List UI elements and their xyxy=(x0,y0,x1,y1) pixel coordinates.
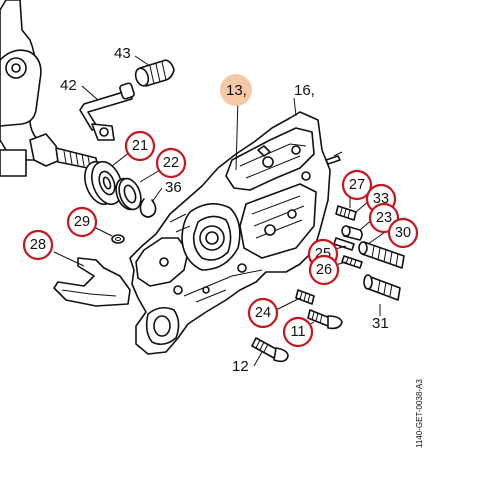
label-28: 28 xyxy=(30,237,46,253)
label-26: 26 xyxy=(316,262,332,278)
washer-29 xyxy=(111,234,125,244)
sleeve-23 xyxy=(341,225,363,241)
label-22: 22 xyxy=(163,155,179,171)
plain-labels: 43 42 13, 16, 36 31 12 xyxy=(60,45,389,375)
label-21: 21 xyxy=(132,138,148,154)
circlip-36 xyxy=(139,198,157,218)
pin-26 xyxy=(341,255,363,269)
seal-22 xyxy=(115,177,142,211)
label-43: 43 xyxy=(114,45,131,62)
label-27: 27 xyxy=(349,177,365,193)
label-30: 30 xyxy=(395,225,411,241)
label-23: 23 xyxy=(376,210,392,226)
bolt-11 xyxy=(307,309,343,330)
lever-pin-42 xyxy=(79,82,135,141)
plug-43 xyxy=(134,59,175,87)
stud-30 xyxy=(358,241,405,269)
bolt-12 xyxy=(251,337,289,363)
stud-31 xyxy=(363,274,401,301)
stud-33 xyxy=(335,205,357,221)
pin-25 xyxy=(333,237,355,251)
drawing-code: 1140-GET-0038-A3 xyxy=(415,379,424,448)
label-42: 42 xyxy=(60,77,77,94)
label-24: 24 xyxy=(255,305,271,321)
bearing-21 xyxy=(84,160,123,206)
label-31: 31 xyxy=(372,315,389,332)
pawl-28 xyxy=(53,257,131,307)
set-screw-24 xyxy=(295,289,315,305)
crankshaft xyxy=(0,0,99,177)
label-36: 36 xyxy=(165,179,182,196)
label-12: 12 xyxy=(232,358,249,375)
label-11: 11 xyxy=(290,324,305,340)
crankcase-housing xyxy=(129,111,331,355)
label-29: 29 xyxy=(74,214,90,230)
label-13: 13, xyxy=(226,82,247,99)
circled-labels: 21 22 29 28 27 33 23 30 25 26 24 11 xyxy=(22,130,419,348)
highlight-13 xyxy=(220,74,252,106)
label-16: 16, xyxy=(294,82,315,99)
small-screw-top xyxy=(325,151,343,165)
